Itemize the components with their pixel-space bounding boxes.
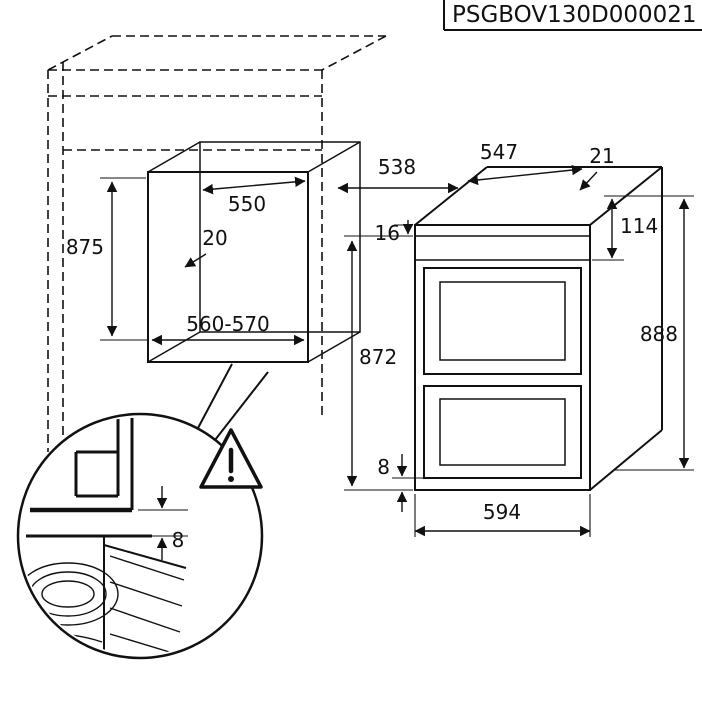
exclamation-dot [228, 476, 234, 482]
oven-upper-door [423, 267, 582, 375]
title-block: PSGBOV130D000021 [443, 0, 702, 31]
dim-bottom-gap: 8 [377, 455, 390, 479]
dim-detail-gap: 8 [172, 528, 185, 552]
dim-panel-height: 114 [620, 214, 658, 238]
dim-top-width: 538 [378, 155, 416, 179]
dim-front-width: 594 [483, 500, 521, 524]
warning-icon [199, 428, 263, 489]
cabinet-dimensions: 875 560-570 550 20 [66, 176, 306, 346]
dim-body-height: 872 [359, 345, 397, 369]
dim-rear-gap: 21 [589, 144, 614, 168]
drawing-code: PSGBOV130D000021 [452, 2, 697, 28]
oven-outline [414, 166, 663, 491]
callout-pointer [197, 363, 269, 441]
detail-gap-dimension: 8 [138, 486, 188, 560]
oven-dimensions: 538 547 21 16 114 888 872 8 594 [337, 140, 694, 537]
dim-niche-depth: 550 [228, 192, 266, 216]
detail-view-circle: 8 [16, 412, 264, 660]
dim-panel-thickness: 20 [202, 226, 227, 250]
dim-niche-height: 875 [66, 235, 104, 259]
dim-top-inset: 16 [375, 221, 400, 245]
wood-grain [21, 534, 187, 655]
cabinet-outline [47, 35, 387, 452]
dim-total-height: 888 [640, 322, 678, 346]
dim-depth: 547 [480, 140, 518, 164]
appliance-edge-profile [30, 418, 134, 513]
dim-niche-width: 560-570 [186, 312, 270, 336]
oven-lower-door [423, 385, 582, 479]
